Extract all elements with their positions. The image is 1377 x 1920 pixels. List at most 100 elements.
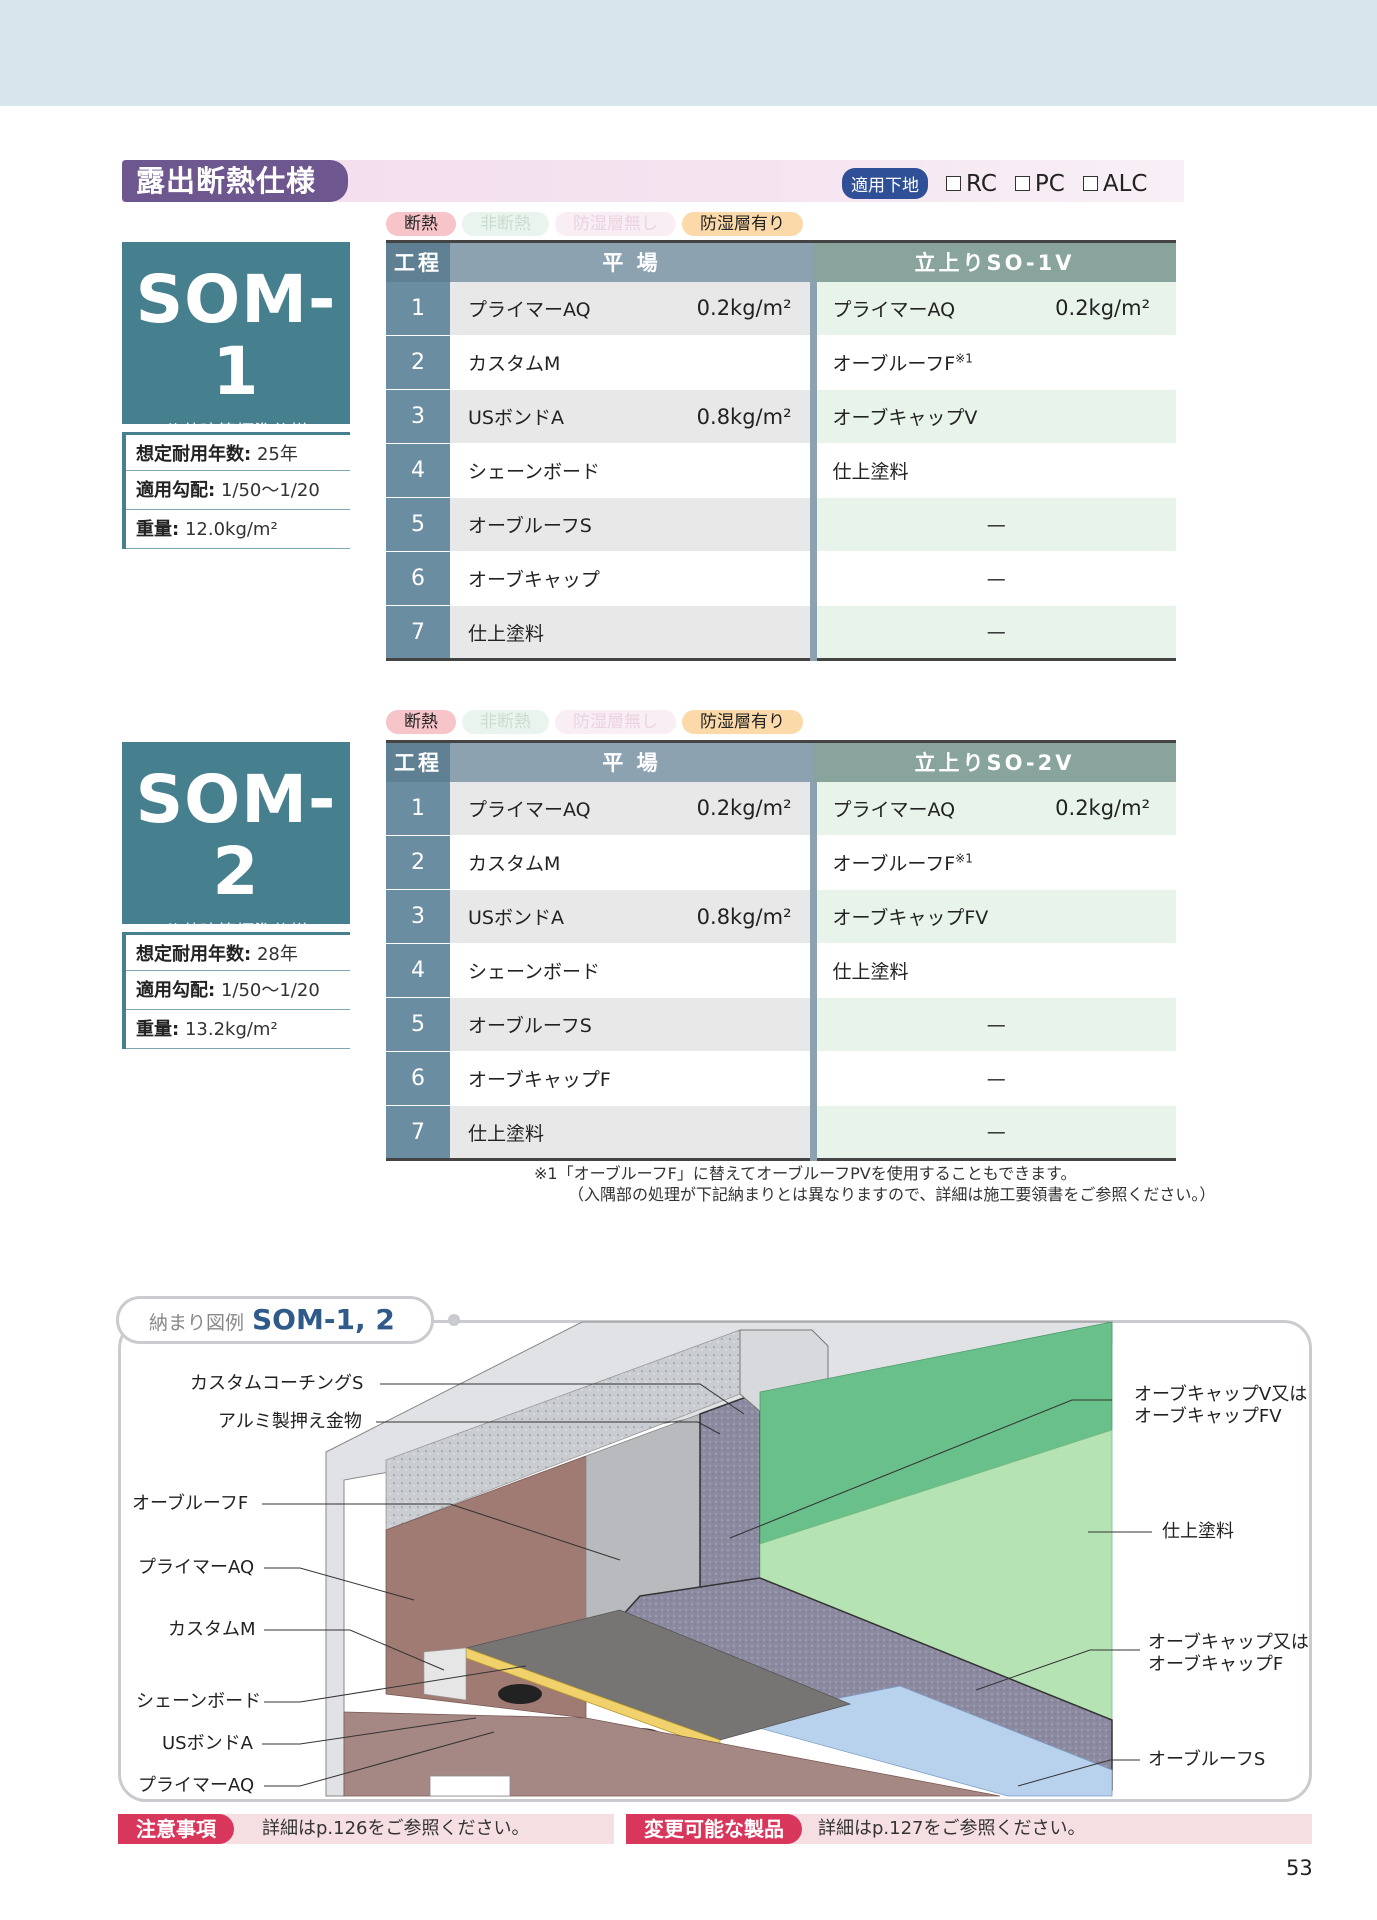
step-number: 7 bbox=[386, 1105, 450, 1160]
caution-label: 注意事項 bbox=[118, 1814, 234, 1844]
rise-material: 仕上塗料 bbox=[813, 443, 995, 498]
som1-badge: SOM-1 公共建築標準仕様 「DI-1」「DI-2」同等 bbox=[122, 242, 350, 468]
caution-text[interactable]: 詳細はp.126をご参照ください。 bbox=[262, 1818, 530, 1839]
label-custom-m: カスタムM bbox=[168, 1619, 256, 1640]
flat-material: 仕上塗料 bbox=[450, 605, 632, 660]
rise-amount: 0.2kg/m² bbox=[994, 281, 1176, 336]
step-number: 3 bbox=[386, 889, 450, 944]
rise-material: オーブルーフF※1 bbox=[813, 335, 995, 390]
label-us-bond-a: USボンドA bbox=[162, 1733, 253, 1754]
page-number: 53 bbox=[1286, 1856, 1313, 1880]
som2-badge: SOM-2 公共建築標準仕様 「DI-1」「DI-2」相当 bbox=[122, 742, 350, 968]
rise-amount bbox=[994, 889, 1176, 944]
step-number: 1 bbox=[386, 281, 450, 336]
change-text[interactable]: 詳細はp.127をご参照ください。 bbox=[818, 1818, 1086, 1839]
rise-material: オーブキャップFV bbox=[813, 889, 995, 944]
rise-material: — bbox=[813, 605, 1176, 660]
flat-material: プライマーAQ bbox=[450, 781, 632, 836]
som1-slope: 適用勾配: 1/50〜1/20 bbox=[126, 471, 350, 510]
tag-vapor-barrier: 防湿層有り bbox=[682, 212, 803, 236]
tag-vapor-barrier: 防湿層有り bbox=[682, 710, 803, 734]
rise-material: プライマーAQ bbox=[813, 781, 995, 836]
flat-amount bbox=[631, 1105, 817, 1160]
top-band bbox=[0, 0, 1377, 106]
footnote-ref: ※1 bbox=[955, 851, 973, 866]
label-custom-coating-s: カスタムコーチングS bbox=[190, 1373, 364, 1394]
flat-amount bbox=[631, 551, 817, 606]
step-number: 1 bbox=[386, 781, 450, 836]
footnote: ※1「オーブルーフF」に替えてオーブルーフPVを使用することもできます。 （入隅… bbox=[534, 1164, 1216, 1204]
col-rise: 立上りSO-2V bbox=[813, 741, 1176, 782]
col-step: 工程 bbox=[386, 241, 450, 282]
substrate-rc: RC bbox=[946, 171, 997, 197]
step-number: 4 bbox=[386, 443, 450, 498]
step-number: 5 bbox=[386, 497, 450, 552]
som2-weight: 重量: 13.2kg/m² bbox=[126, 1010, 350, 1049]
section-title: 露出断熱仕様 bbox=[122, 160, 348, 202]
rise-material: オーブルーフF※1 bbox=[813, 835, 995, 890]
flat-amount: 0.2kg/m² bbox=[631, 781, 817, 836]
rise-material: — bbox=[813, 997, 1176, 1052]
flat-material: オーブキャップ bbox=[450, 551, 632, 606]
flat-amount bbox=[631, 605, 817, 660]
som1-durability: 想定耐用年数: 25年 bbox=[126, 432, 350, 471]
label-oburoof-s: オーブルーフS bbox=[1148, 1749, 1266, 1770]
som2-tags: 断熱 非断熱 防湿層無し 防湿層有り bbox=[386, 710, 803, 734]
rise-material: 仕上塗料 bbox=[813, 943, 995, 998]
flat-amount bbox=[631, 335, 817, 390]
som1-info: 想定耐用年数: 25年 適用勾配: 1/50〜1/20 重量: 12.0kg/m… bbox=[122, 432, 350, 549]
flat-material: USボンドA bbox=[450, 389, 632, 444]
step-number: 4 bbox=[386, 943, 450, 998]
label-finish-paint: 仕上塗料 bbox=[1162, 1521, 1234, 1542]
label-shane-board: シェーンボード bbox=[136, 1691, 262, 1712]
step-number: 6 bbox=[386, 551, 450, 606]
checkbox-icon bbox=[946, 176, 961, 191]
rise-amount: 0.2kg/m² bbox=[994, 781, 1176, 836]
flat-amount bbox=[631, 1051, 817, 1106]
checkbox-icon bbox=[1082, 176, 1098, 191]
step-number: 7 bbox=[386, 605, 450, 660]
rise-amount bbox=[994, 389, 1176, 444]
flat-amount: 0.8kg/m² bbox=[631, 389, 817, 444]
label-obucap-v: オーブキャップV又は オーブキャップFV bbox=[1134, 1384, 1308, 1427]
som2-code: SOM-2 bbox=[135, 761, 337, 910]
tag-no-vapor-barrier: 防湿層無し bbox=[555, 212, 676, 236]
label-obucap: オーブキャップ又は オーブキャップF bbox=[1148, 1632, 1309, 1675]
flat-amount: 0.2kg/m² bbox=[631, 281, 817, 336]
flat-material: シェーンボード bbox=[450, 443, 632, 498]
flat-amount bbox=[631, 997, 817, 1052]
step-number: 5 bbox=[386, 997, 450, 1052]
som2-info: 想定耐用年数: 28年 適用勾配: 1/50〜1/20 重量: 13.2kg/m… bbox=[122, 932, 350, 1049]
checkbox-icon bbox=[1014, 176, 1030, 191]
flat-material: USボンドA bbox=[450, 889, 632, 944]
flat-material: プライマーAQ bbox=[450, 281, 632, 336]
tag-insulation: 断熱 bbox=[386, 710, 456, 734]
som2-slope: 適用勾配: 1/50〜1/20 bbox=[126, 971, 350, 1010]
rise-amount bbox=[994, 335, 1176, 390]
footnote-ref: ※1 bbox=[955, 351, 973, 366]
leader-lines bbox=[262, 1383, 1152, 1787]
tag-non-insulation: 非断熱 bbox=[462, 212, 549, 236]
som1-weight: 重量: 12.0kg/m² bbox=[126, 510, 350, 549]
substrate-pc: PC bbox=[1014, 171, 1065, 197]
col-flat: 平 場 bbox=[450, 741, 813, 782]
tag-no-vapor-barrier: 防湿層無し bbox=[555, 710, 676, 734]
rise-amount bbox=[994, 443, 1176, 498]
step-number: 6 bbox=[386, 1051, 450, 1106]
step-number: 2 bbox=[386, 835, 450, 890]
change-label: 変更可能な製品 bbox=[626, 1814, 802, 1844]
col-step: 工程 bbox=[386, 741, 450, 782]
rise-material: — bbox=[813, 1051, 1176, 1106]
substrate-alc: ALC bbox=[1082, 171, 1147, 197]
flat-amount bbox=[631, 497, 817, 552]
label-primer-aq-bottom: プライマーAQ bbox=[138, 1775, 255, 1796]
